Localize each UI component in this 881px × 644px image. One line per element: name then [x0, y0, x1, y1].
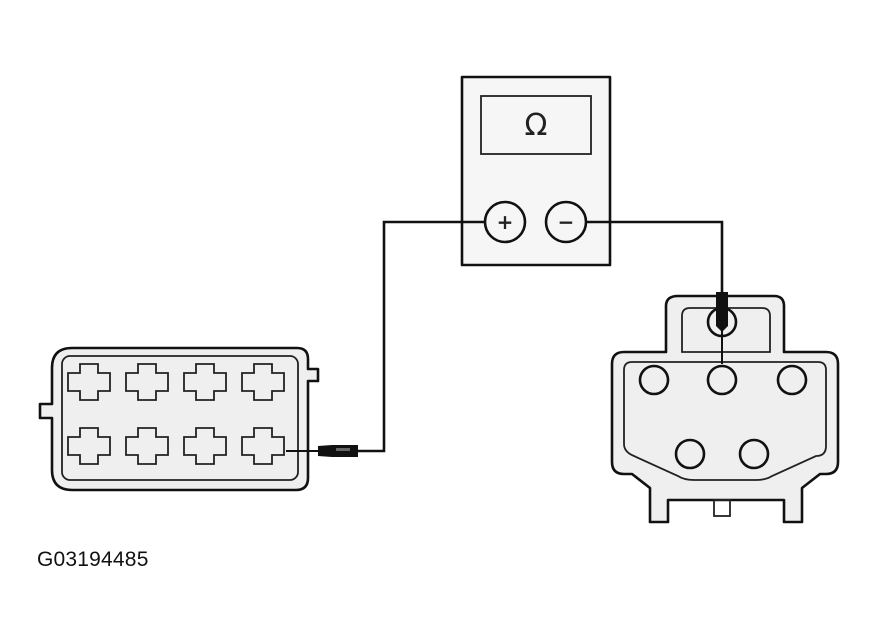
cavity [183, 363, 227, 401]
cavity [125, 363, 169, 401]
right-connector-housing [610, 294, 840, 524]
pin [706, 364, 738, 396]
pin [674, 438, 706, 470]
left-connector-inner [61, 355, 299, 481]
cavity [125, 427, 169, 465]
cavity [241, 363, 285, 401]
positive-probe [286, 445, 358, 457]
negative-terminal-label: − [558, 210, 575, 234]
right-connector-inner [623, 361, 827, 481]
negative-probe [716, 292, 728, 364]
ohmmeter: Ω + − [460, 75, 612, 267]
right-connector-lock-tab [681, 307, 771, 353]
pin [776, 364, 808, 396]
cavity [183, 427, 227, 465]
negative-test-lead [586, 220, 724, 300]
positive-terminal-label: + [497, 210, 514, 234]
cavity-row-top [67, 363, 285, 401]
probe-tip [716, 292, 728, 332]
cavity-row-bottom [67, 427, 285, 465]
figure-id: G03194485 [37, 548, 149, 571]
right-connector-key [713, 499, 731, 517]
ohmmeter-display [480, 95, 592, 155]
pin [638, 364, 670, 396]
cavity [241, 427, 285, 465]
cavity [67, 427, 111, 465]
left-connector [38, 346, 320, 492]
cavity [67, 363, 111, 401]
ohmmeter-body [460, 75, 612, 267]
probe-highlight [336, 448, 350, 451]
ohm-symbol: Ω [525, 108, 548, 143]
positive-test-lead [352, 220, 485, 453]
left-connector-housing [38, 346, 320, 492]
pin [738, 438, 770, 470]
right-connector [610, 294, 840, 524]
